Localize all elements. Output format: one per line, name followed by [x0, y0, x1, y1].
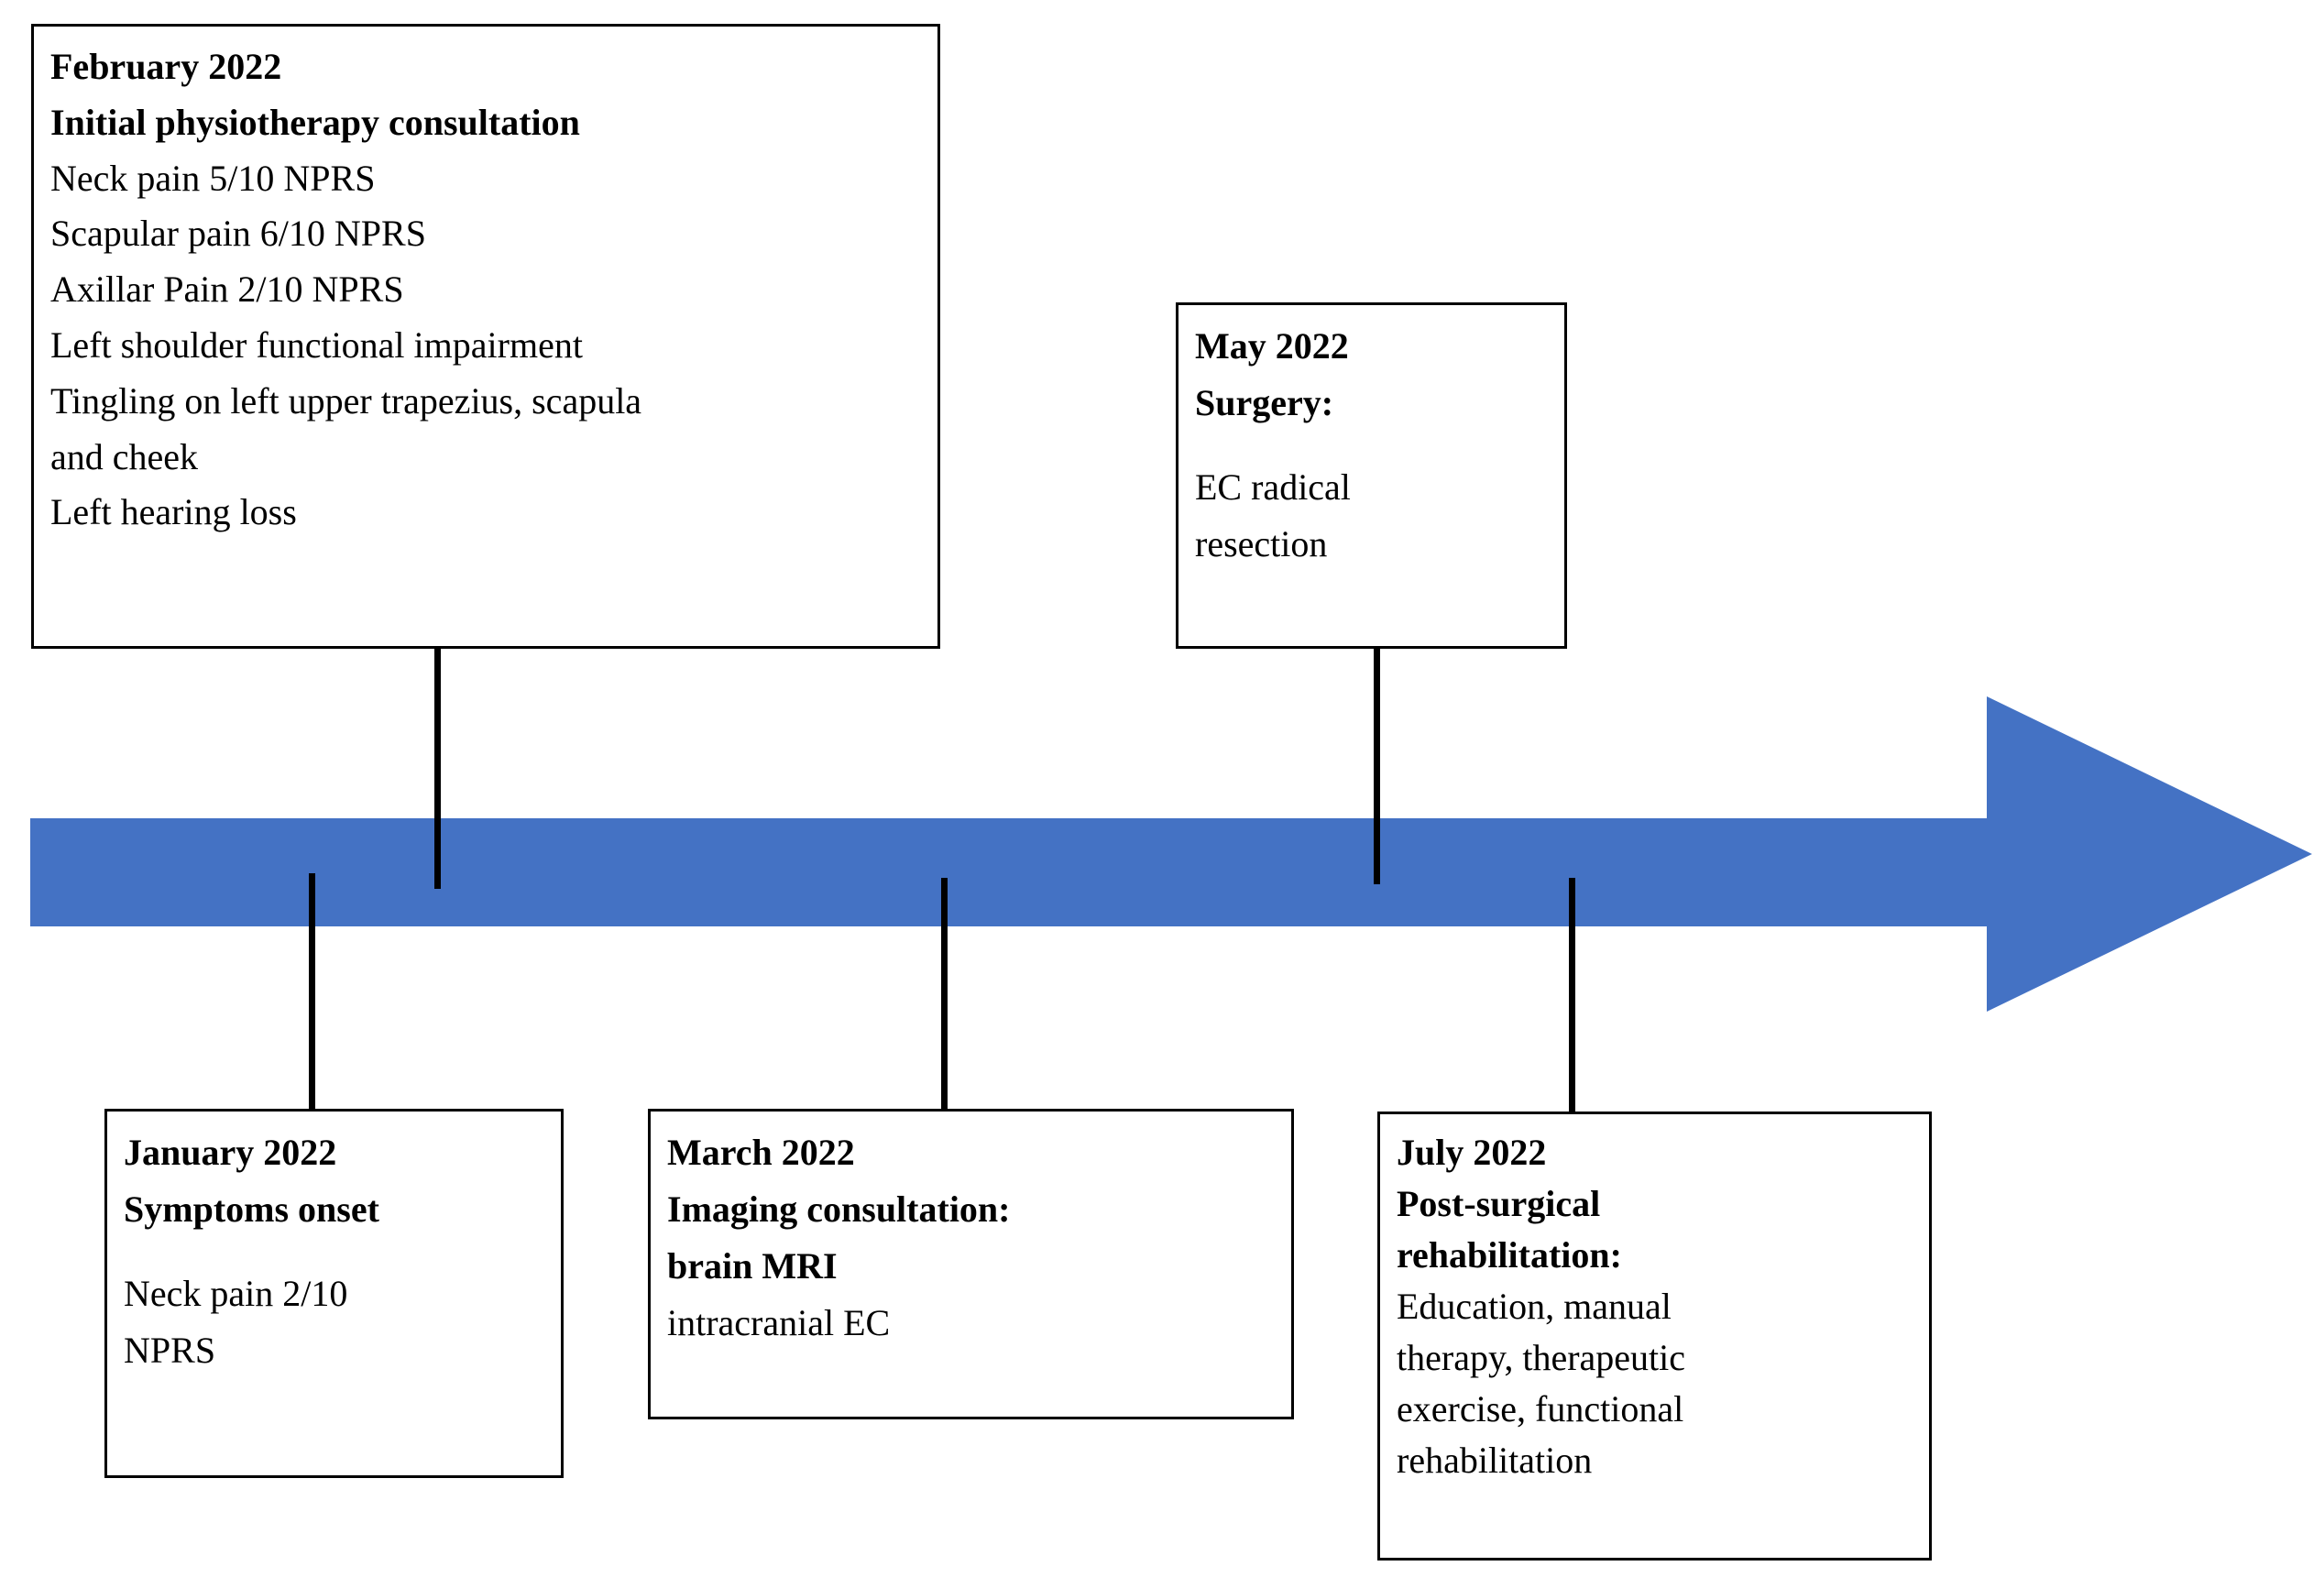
event-spacer: [1195, 432, 1548, 459]
event-month-february: February 2022: [50, 46, 282, 87]
event-detail-line: Tingling on left upper trapezius, scapul…: [50, 379, 642, 422]
event-title-july-line2: rehabilitation:: [1397, 1234, 1622, 1276]
event-detail-line: Left shoulder functional impairment: [50, 323, 583, 366]
event-spacer: [124, 1238, 544, 1265]
event-title-may: Surgery:: [1195, 382, 1334, 423]
timeline-arrow-shape: [30, 696, 2312, 1012]
event-detail-line: and cheek: [50, 435, 199, 477]
event-box-january: January 2022 Symptoms onset Neck pain 2/…: [104, 1109, 564, 1478]
connector-line-march: [941, 878, 948, 1112]
event-title-january: Symptoms onset: [124, 1188, 379, 1230]
event-detail-line: Neck pain 2/10: [124, 1273, 348, 1314]
connector-line-february: [434, 646, 441, 889]
event-title-march-line2: brain MRI: [667, 1245, 838, 1287]
event-title-february: Initial physiotherapy consultation: [50, 101, 580, 143]
event-box-may: May 2022 Surgery: EC radical resection: [1176, 302, 1567, 649]
event-month-january: January 2022: [124, 1132, 337, 1173]
event-detail-line: Axillar Pain 2/10 NPRS: [50, 268, 404, 311]
event-detail-line: Neck pain 5/10 NPRS: [50, 157, 376, 199]
event-box-july: July 2022 Post-surgical rehabilitation: …: [1377, 1112, 1932, 1561]
connector-line-july: [1569, 878, 1575, 1114]
event-detail-line: exercise, functional: [1397, 1388, 1684, 1429]
event-detail-line: Left hearing loss: [50, 491, 297, 533]
event-detail-line: intracranial EC: [667, 1302, 891, 1343]
event-title-march-line1: Imaging consultation:: [667, 1188, 1011, 1230]
event-title-july-line1: Post-surgical: [1397, 1183, 1601, 1224]
connector-line-may: [1374, 646, 1380, 884]
event-detail-line: Scapular pain 6/10 NPRS: [50, 213, 426, 255]
event-detail-line: therapy, therapeutic: [1397, 1337, 1686, 1378]
event-detail-line: EC radical: [1195, 466, 1351, 508]
event-box-february: February 2022 Initial physiotherapy cons…: [31, 24, 940, 649]
event-detail-line: rehabilitation: [1397, 1440, 1593, 1481]
event-month-july: July 2022: [1397, 1132, 1547, 1173]
event-month-may: May 2022: [1195, 325, 1349, 367]
event-detail-line: Education, manual: [1397, 1286, 1672, 1327]
connector-line-january: [309, 873, 315, 1112]
event-month-march: March 2022: [667, 1132, 855, 1173]
timeline-arrow: [30, 689, 2312, 1019]
event-detail-line: NPRS: [124, 1330, 216, 1371]
event-box-march: March 2022 Imaging consultation: brain M…: [648, 1109, 1294, 1419]
event-detail-line: resection: [1195, 523, 1328, 564]
